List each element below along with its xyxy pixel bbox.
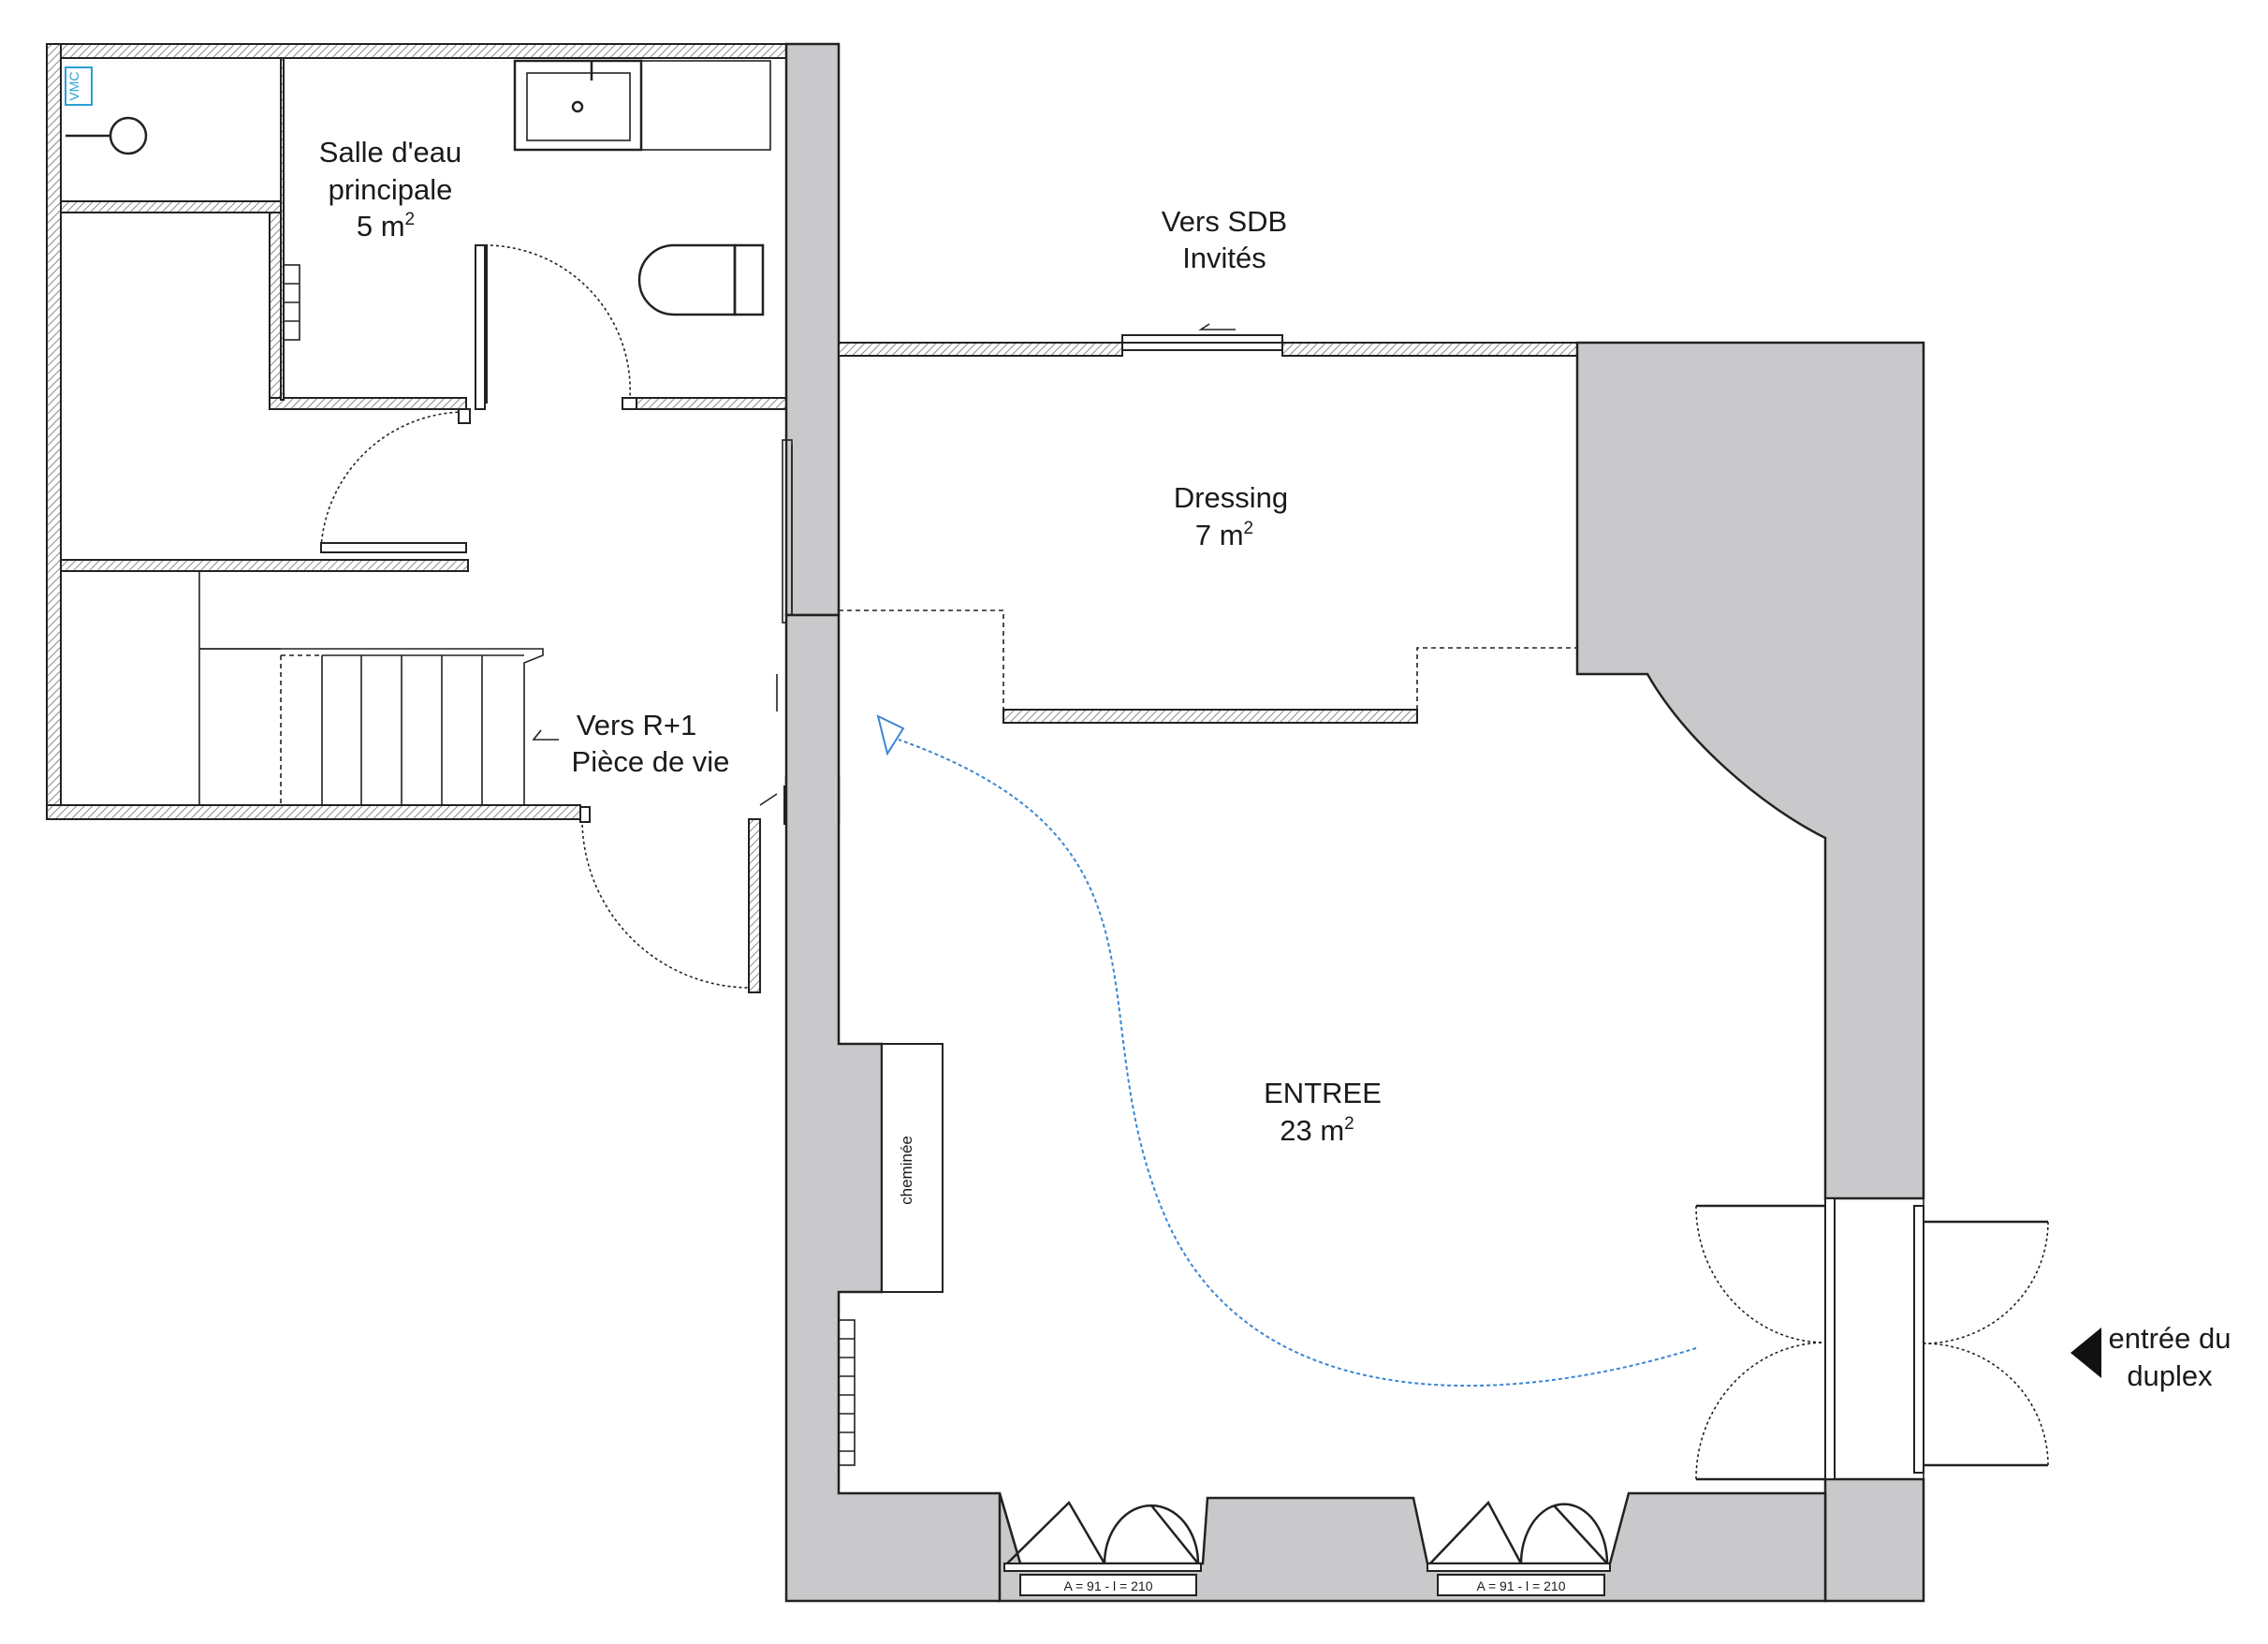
guest-sdb-door <box>1121 323 1283 351</box>
label-vers-sdb-line2: Invités <box>1182 242 1266 274</box>
room-name-salle-deau-line1: Salle d'eau <box>319 136 461 169</box>
label-vers-sdb-line1: Vers SDB <box>1162 205 1287 238</box>
fireplace: cheminée <box>881 1043 944 1293</box>
window-right <box>1427 1500 1611 1596</box>
staircase <box>198 571 559 805</box>
washbasin <box>513 59 771 152</box>
towel-radiator <box>283 264 300 341</box>
window-left <box>1003 1500 1202 1596</box>
label-vers-r1-line1: Vers R+1 <box>577 709 696 741</box>
label-vers-r1-line2: Pièce de vie <box>572 745 730 778</box>
entrance-doors <box>1695 1197 2049 1481</box>
room-area-dressing: 7 m2 <box>1195 519 1253 551</box>
radiator <box>838 1319 856 1466</box>
shower-drain-icon <box>109 116 148 155</box>
window-right-label: A = 91 - l = 210 <box>1477 1578 1566 1593</box>
room-name-salle-deau-line2: principale <box>329 173 453 206</box>
entry-arrow-icon <box>2070 1328 2101 1378</box>
dressing-outline <box>839 609 1577 710</box>
room-name-dressing: Dressing <box>1174 481 1288 514</box>
vmc-label: VMC <box>66 71 81 100</box>
room-area-salle-deau: 5 m2 <box>357 210 415 242</box>
toilet <box>637 243 765 316</box>
landing-door <box>579 806 750 989</box>
window-left-label: A = 91 - l = 210 <box>1064 1578 1153 1593</box>
bedroom-door <box>320 408 471 553</box>
fireplace-label: cheminée <box>898 1136 915 1205</box>
label-entree-duplex-line2: duplex <box>2127 1359 2213 1392</box>
main-block-walls <box>784 341 1925 1603</box>
room-area-entree: 23 m2 <box>1280 1114 1354 1147</box>
vmc-marker: VMC <box>65 66 93 106</box>
room-name-entree: ENTREE <box>1264 1077 1382 1109</box>
circulation-path <box>876 714 1697 1387</box>
shower <box>60 57 282 202</box>
bathroom-door <box>475 244 637 410</box>
label-entree-duplex-line1: entrée du <box>2109 1322 2231 1355</box>
